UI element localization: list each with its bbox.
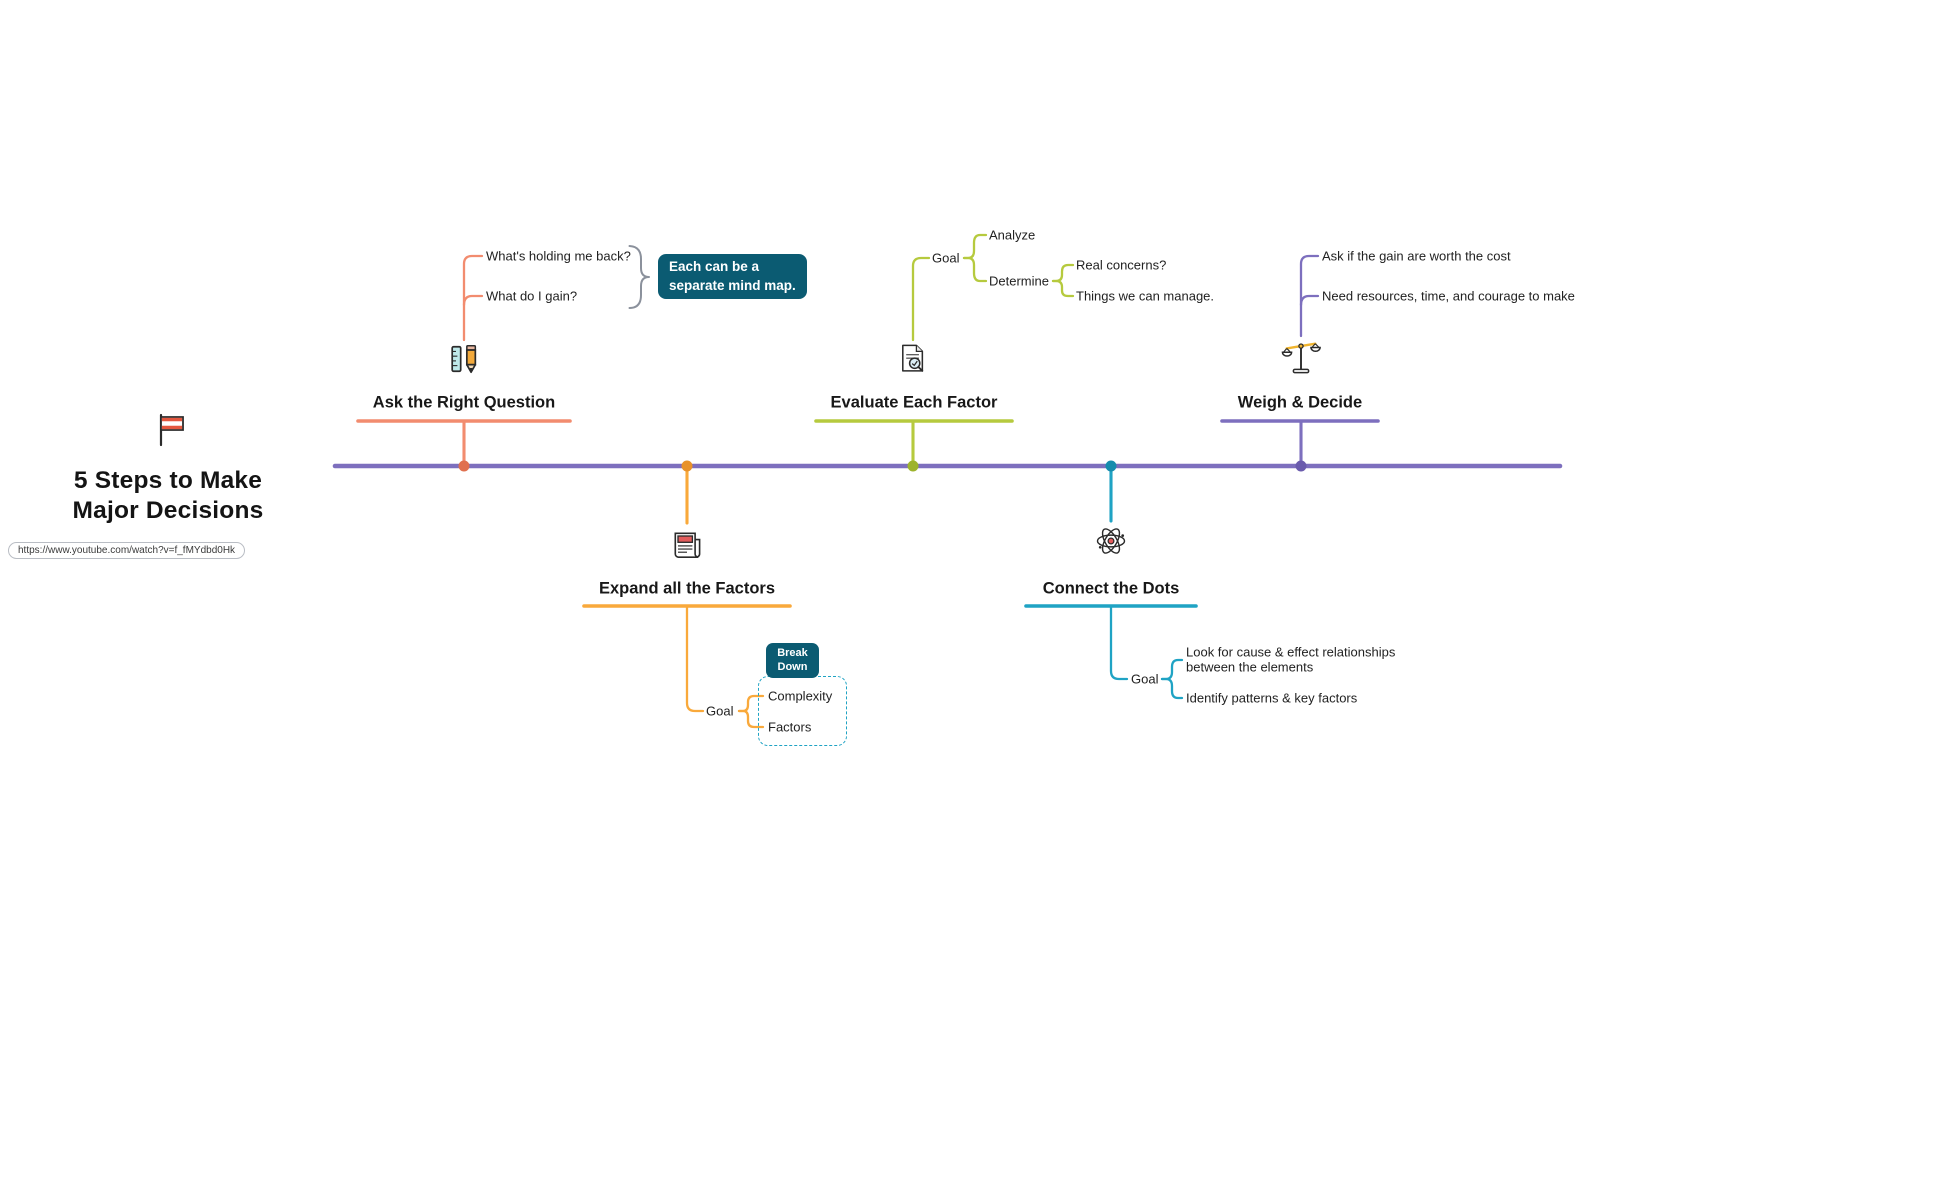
step1-junction-dot [458,460,470,472]
step3-child-determine: Determine [989,273,1049,289]
step3-bracket-analyze [962,233,988,260]
break-down-group [758,676,847,746]
step4-child-patterns: Identify patterns & key factors [1186,690,1358,706]
step4-branch-goal [1109,605,1129,681]
ruler-pencil-icon [447,342,481,376]
root-url-wrapper: https://www.youtube.com/watch?v=f_fMYdbd… [8,540,246,559]
note-line1: Each can be a [669,259,760,274]
break-down-badge: Break Down [766,643,819,678]
step1-question-1: What's holding me back? [486,248,631,264]
step3-bracket-determine [962,256,988,283]
badge-line2: Down [777,660,808,673]
badge-line1: Break [777,647,808,659]
step2-goal-label: Goal [706,703,734,719]
curly-brace [628,245,650,309]
step4-junction-dot [1105,460,1117,472]
root-title-line2: Major Decisions [72,497,264,524]
step3-child-analyze: Analyze [989,227,1036,243]
scale-icon [1279,338,1323,376]
flag-icon [152,412,188,448]
step3-bracket-concerns [1051,263,1075,283]
step5-branch-2 [1299,294,1320,307]
step4-bracket-patterns [1160,677,1184,700]
step2-title: Expand all the Factors [598,579,776,598]
step5-title: Weigh & Decide [1237,393,1363,412]
step5-child-2: Need resources, time, and courage to mak… [1322,288,1575,304]
step2-child-factors: Factors [768,719,812,735]
step1-title: Ask the Right Question [372,393,556,412]
step2-junction-dot [681,460,693,472]
step3-sub-concerns: Real concerns? [1076,257,1167,273]
root-title-line1: 5 Steps to Make [73,467,263,494]
step3-bracket-manage [1051,279,1075,298]
step1-branch-q2 [462,294,484,307]
root-title: 5 Steps to Make Major Decisions [18,466,318,526]
step3-branch-goal [911,256,931,342]
step1-question-2: What do I gain? [486,288,578,304]
step4-goal-label: Goal [1131,671,1159,687]
root-url-link[interactable]: https://www.youtube.com/watch?v=f_fMYdbd… [8,542,246,559]
step4-title: Connect the Dots [1042,579,1180,598]
document-search-icon [896,342,930,376]
step5-child-1: Ask if the gain are worth the cost [1322,248,1511,264]
atom-icon [1093,523,1129,559]
step3-title: Evaluate Each Factor [830,393,998,412]
step5-junction-dot [1295,460,1307,472]
step4-child-cause-effect: Look for cause & effect relationships be… [1186,644,1396,674]
step2-child-complexity: Complexity [768,688,833,704]
step2-branch-goal [685,605,705,713]
step5-branch-1 [1299,254,1320,338]
step1-branch-q1 [462,254,484,342]
step2-bracket-factors [737,709,765,729]
step3-sub-manage: Things we can manage. [1076,288,1215,304]
note-box: Each can be a separate mind map. [658,254,807,299]
step4-bracket-cause [1160,658,1184,681]
step3-goal-label: Goal [932,250,960,266]
step3-junction-dot [907,460,919,472]
note-line2: separate mind map. [669,277,796,293]
newspaper-icon [669,525,705,565]
